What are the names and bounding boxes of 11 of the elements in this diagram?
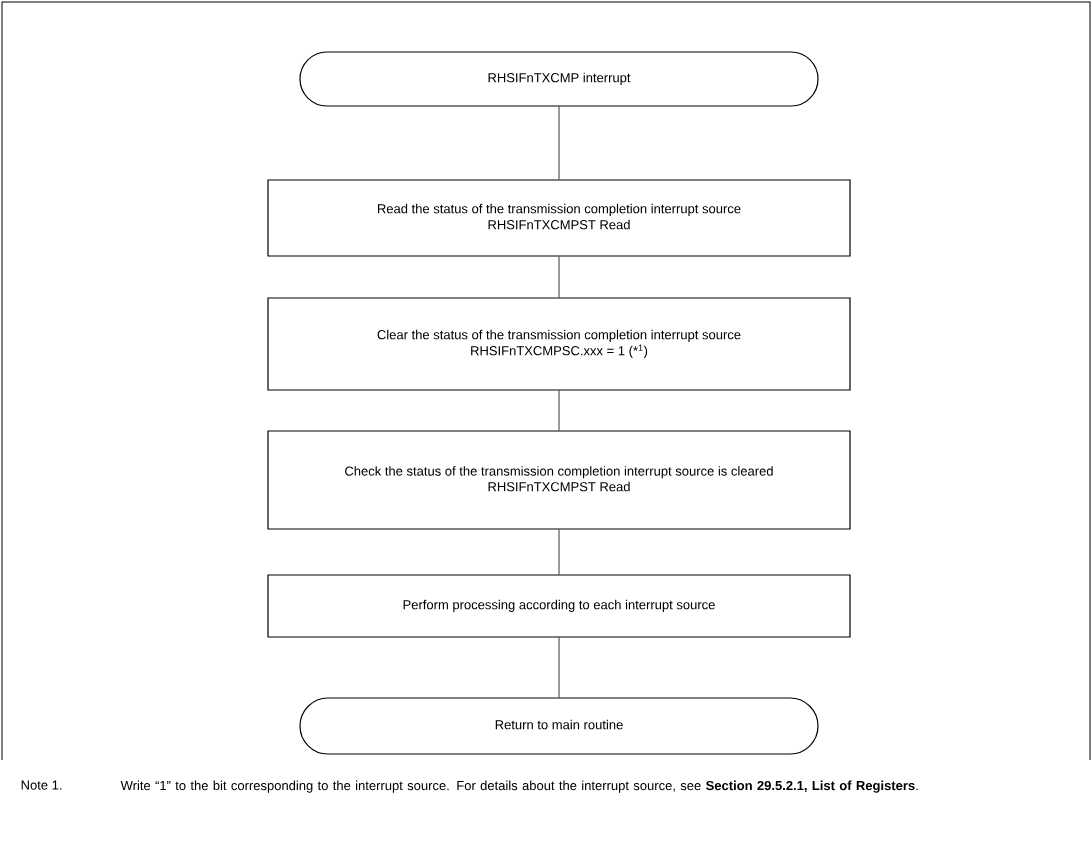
- connector-line: [558, 256, 560, 298]
- connector-line: [558, 390, 560, 431]
- note-number: Note 1.: [21, 780, 62, 790]
- process-box: Read the status of the transmission completion interrupt source RHSIFnTXCMPST Read: [267, 179, 851, 257]
- process-box: Check the status of the transmission completion interrupt source is cleared RHSIFnTXCMPST Read: [267, 430, 851, 530]
- connector-line: [558, 529, 560, 575]
- process-box: Clear the status of the transmission completion interrupt source RHSIFnTXCMPSC.xxx = 1 (*$^{1}$): [267, 297, 851, 391]
- note-text: Write “1” to the bit corresponding to the interrupt source. For details about the interrupt source, see Section 29.5.2.1, List of Registers.: [120, 780, 918, 793]
- connector-line: [558, 637, 560, 698]
- process-box: Perform processing according to each interrupt source: [267, 574, 851, 638]
- connector-line: [558, 106, 560, 180]
